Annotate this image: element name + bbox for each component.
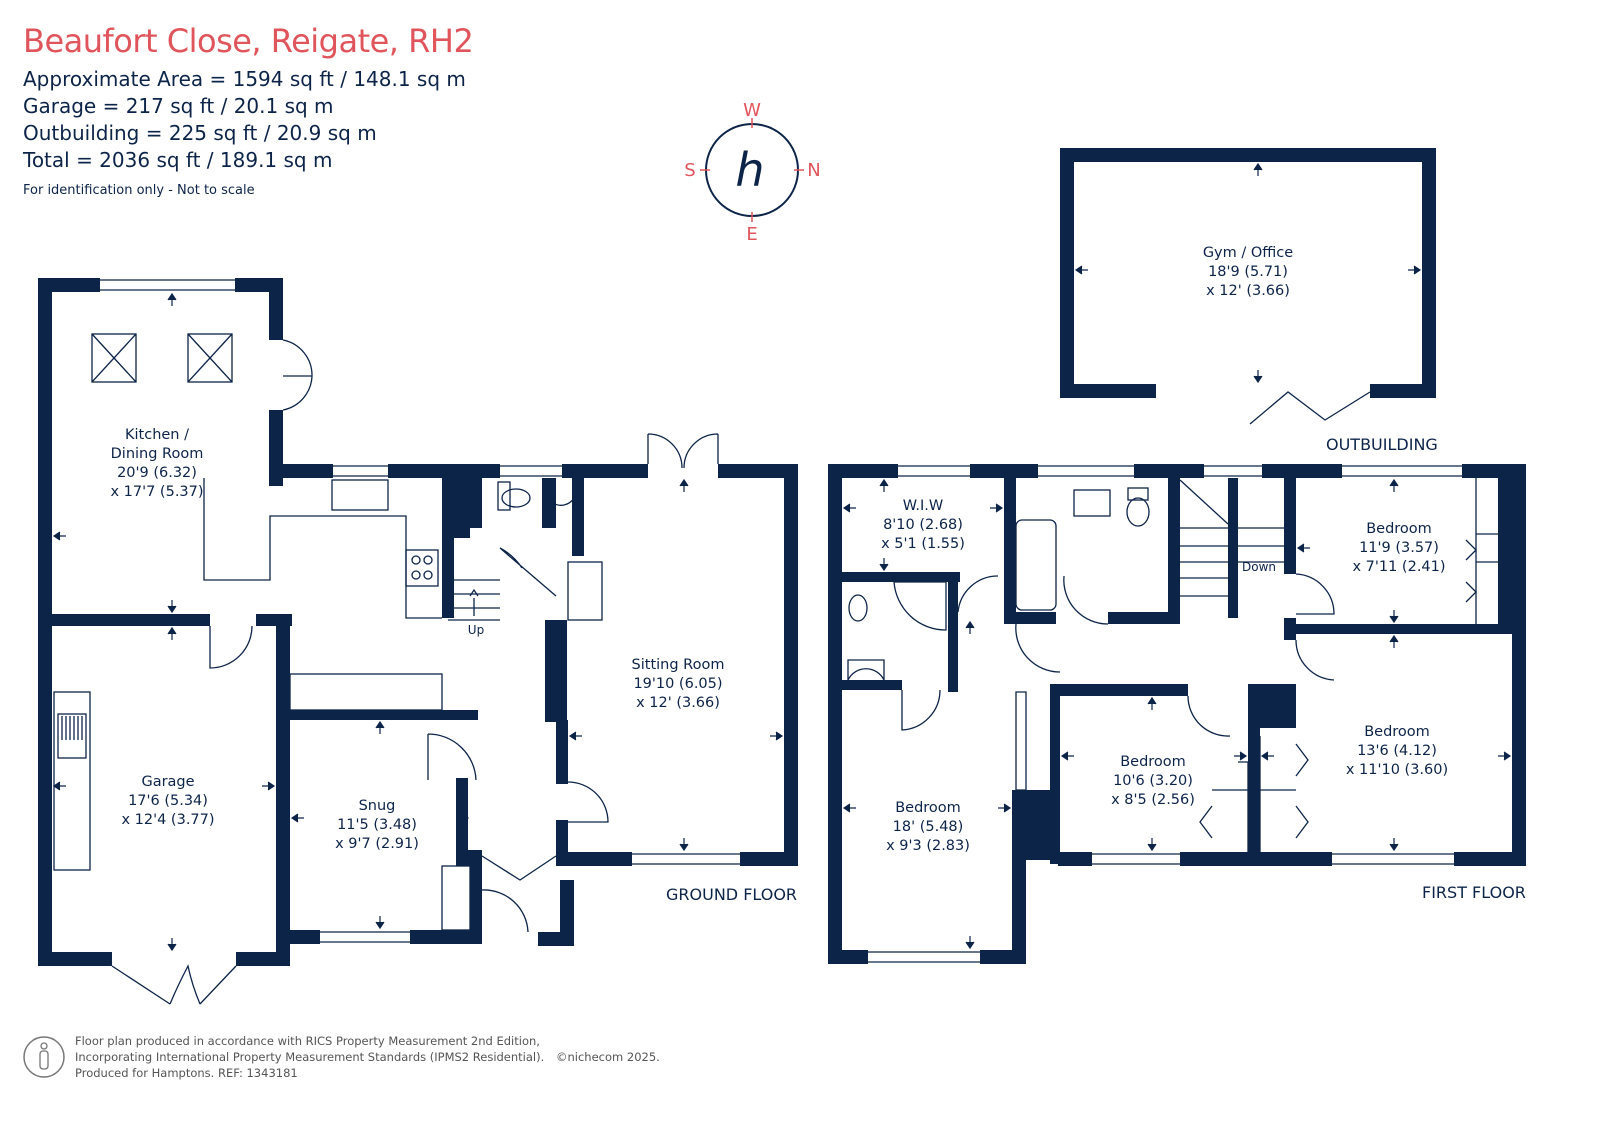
garage-label: Garage	[141, 774, 194, 790]
room-labels: Kitchen / Dining Room 20'9 (6.32) x 17'7…	[110, 245, 1448, 854]
bedroom-dim: x 11'10 (3.60)	[1346, 762, 1448, 778]
dimension-arrows	[52, 162, 1512, 952]
bedroom-dim: x 7'11 (2.41)	[1352, 559, 1445, 575]
bedroom-dim: 10'6 (3.20)	[1113, 773, 1193, 789]
page-title: Beaufort Close, Reigate, RH2	[23, 22, 474, 60]
gym-dim: x 12' (3.66)	[1206, 283, 1290, 299]
copyright-credit: ©nichecom 2025.	[556, 1050, 660, 1064]
compass-south: S	[684, 160, 695, 181]
compass-west: W	[743, 100, 761, 121]
wiw-dim: x 5'1 (1.55)	[881, 536, 965, 552]
outbuilding-label: OUTBUILDING	[1326, 435, 1438, 454]
stairs-up-label: Up	[468, 623, 484, 637]
garage-area: Garage = 217 sq ft / 20.1 sq m	[23, 94, 334, 118]
kitchen-label: Kitchen /	[125, 427, 189, 443]
ground-floor-label: GROUND FLOOR	[666, 885, 797, 904]
gym-label: Gym / Office	[1203, 245, 1293, 261]
wiw-label: W.I.W	[903, 498, 944, 514]
compass: W S N E h	[684, 100, 820, 245]
kitchen-dim: 20'9 (6.32)	[117, 465, 197, 481]
fittings	[53, 333, 1512, 1005]
scale-note: For identification only - Not to scale	[23, 183, 255, 198]
footer-line: Produced for Hamptons. REF: 1343181	[75, 1066, 298, 1080]
bedroom-dim: x 9'3 (2.83)	[886, 838, 970, 854]
compass-north: N	[807, 160, 820, 181]
hamptons-logo: h	[735, 143, 764, 197]
bedroom-label: Bedroom	[895, 800, 961, 816]
footer-line: Incorporating International Property Mea…	[75, 1050, 545, 1064]
garage-dim: x 12'4 (3.77)	[121, 812, 214, 828]
person-icon	[23, 1036, 65, 1078]
compass-east: E	[746, 224, 757, 245]
outbuilding-area: Outbuilding = 225 sq ft / 20.9 sq m	[23, 121, 377, 145]
floor-labels: GROUND FLOOR FIRST FLOOR OUTBUILDING	[666, 435, 1526, 904]
first-floor-label: FIRST FLOOR	[1422, 883, 1526, 902]
approximate-area: Approximate Area = 1594 sq ft / 148.1 sq…	[23, 67, 466, 91]
snug-dim: x 9'7 (2.91)	[335, 836, 419, 852]
kitchen-dim: x 17'7 (5.37)	[110, 484, 203, 500]
snug-dim: 11'5 (3.48)	[337, 817, 417, 833]
total-area: Total = 2036 sq ft / 189.1 sq m	[23, 148, 333, 172]
footer-line: Floor plan produced in accordance with R…	[75, 1034, 540, 1048]
garage-dim: 17'6 (5.34)	[128, 793, 208, 809]
bedroom-dim: 18' (5.48)	[893, 819, 964, 835]
snug-label: Snug	[359, 798, 396, 814]
sitting-room-dim: 19'10 (6.05)	[633, 676, 722, 692]
sitting-room-label: Sitting Room	[632, 657, 725, 673]
windows	[100, 279, 1462, 963]
bedroom-label: Bedroom	[1120, 754, 1186, 770]
wiw-dim: 8'10 (2.68)	[883, 517, 963, 533]
bedroom-dim: x 8'5 (2.56)	[1111, 792, 1195, 808]
sitting-room-dim: x 12' (3.66)	[636, 695, 720, 711]
kitchen-label: Dining Room	[111, 446, 204, 462]
bedroom-dim: 11'9 (3.57)	[1359, 540, 1439, 556]
walls	[38, 148, 1526, 966]
gym-dim: 18'9 (5.71)	[1208, 264, 1288, 280]
bedroom-label: Bedroom	[1366, 521, 1432, 537]
stairs-down-label: Down	[1242, 560, 1276, 574]
bedroom-label: Bedroom	[1364, 724, 1430, 740]
bedroom-dim: 13'6 (4.12)	[1357, 743, 1437, 759]
